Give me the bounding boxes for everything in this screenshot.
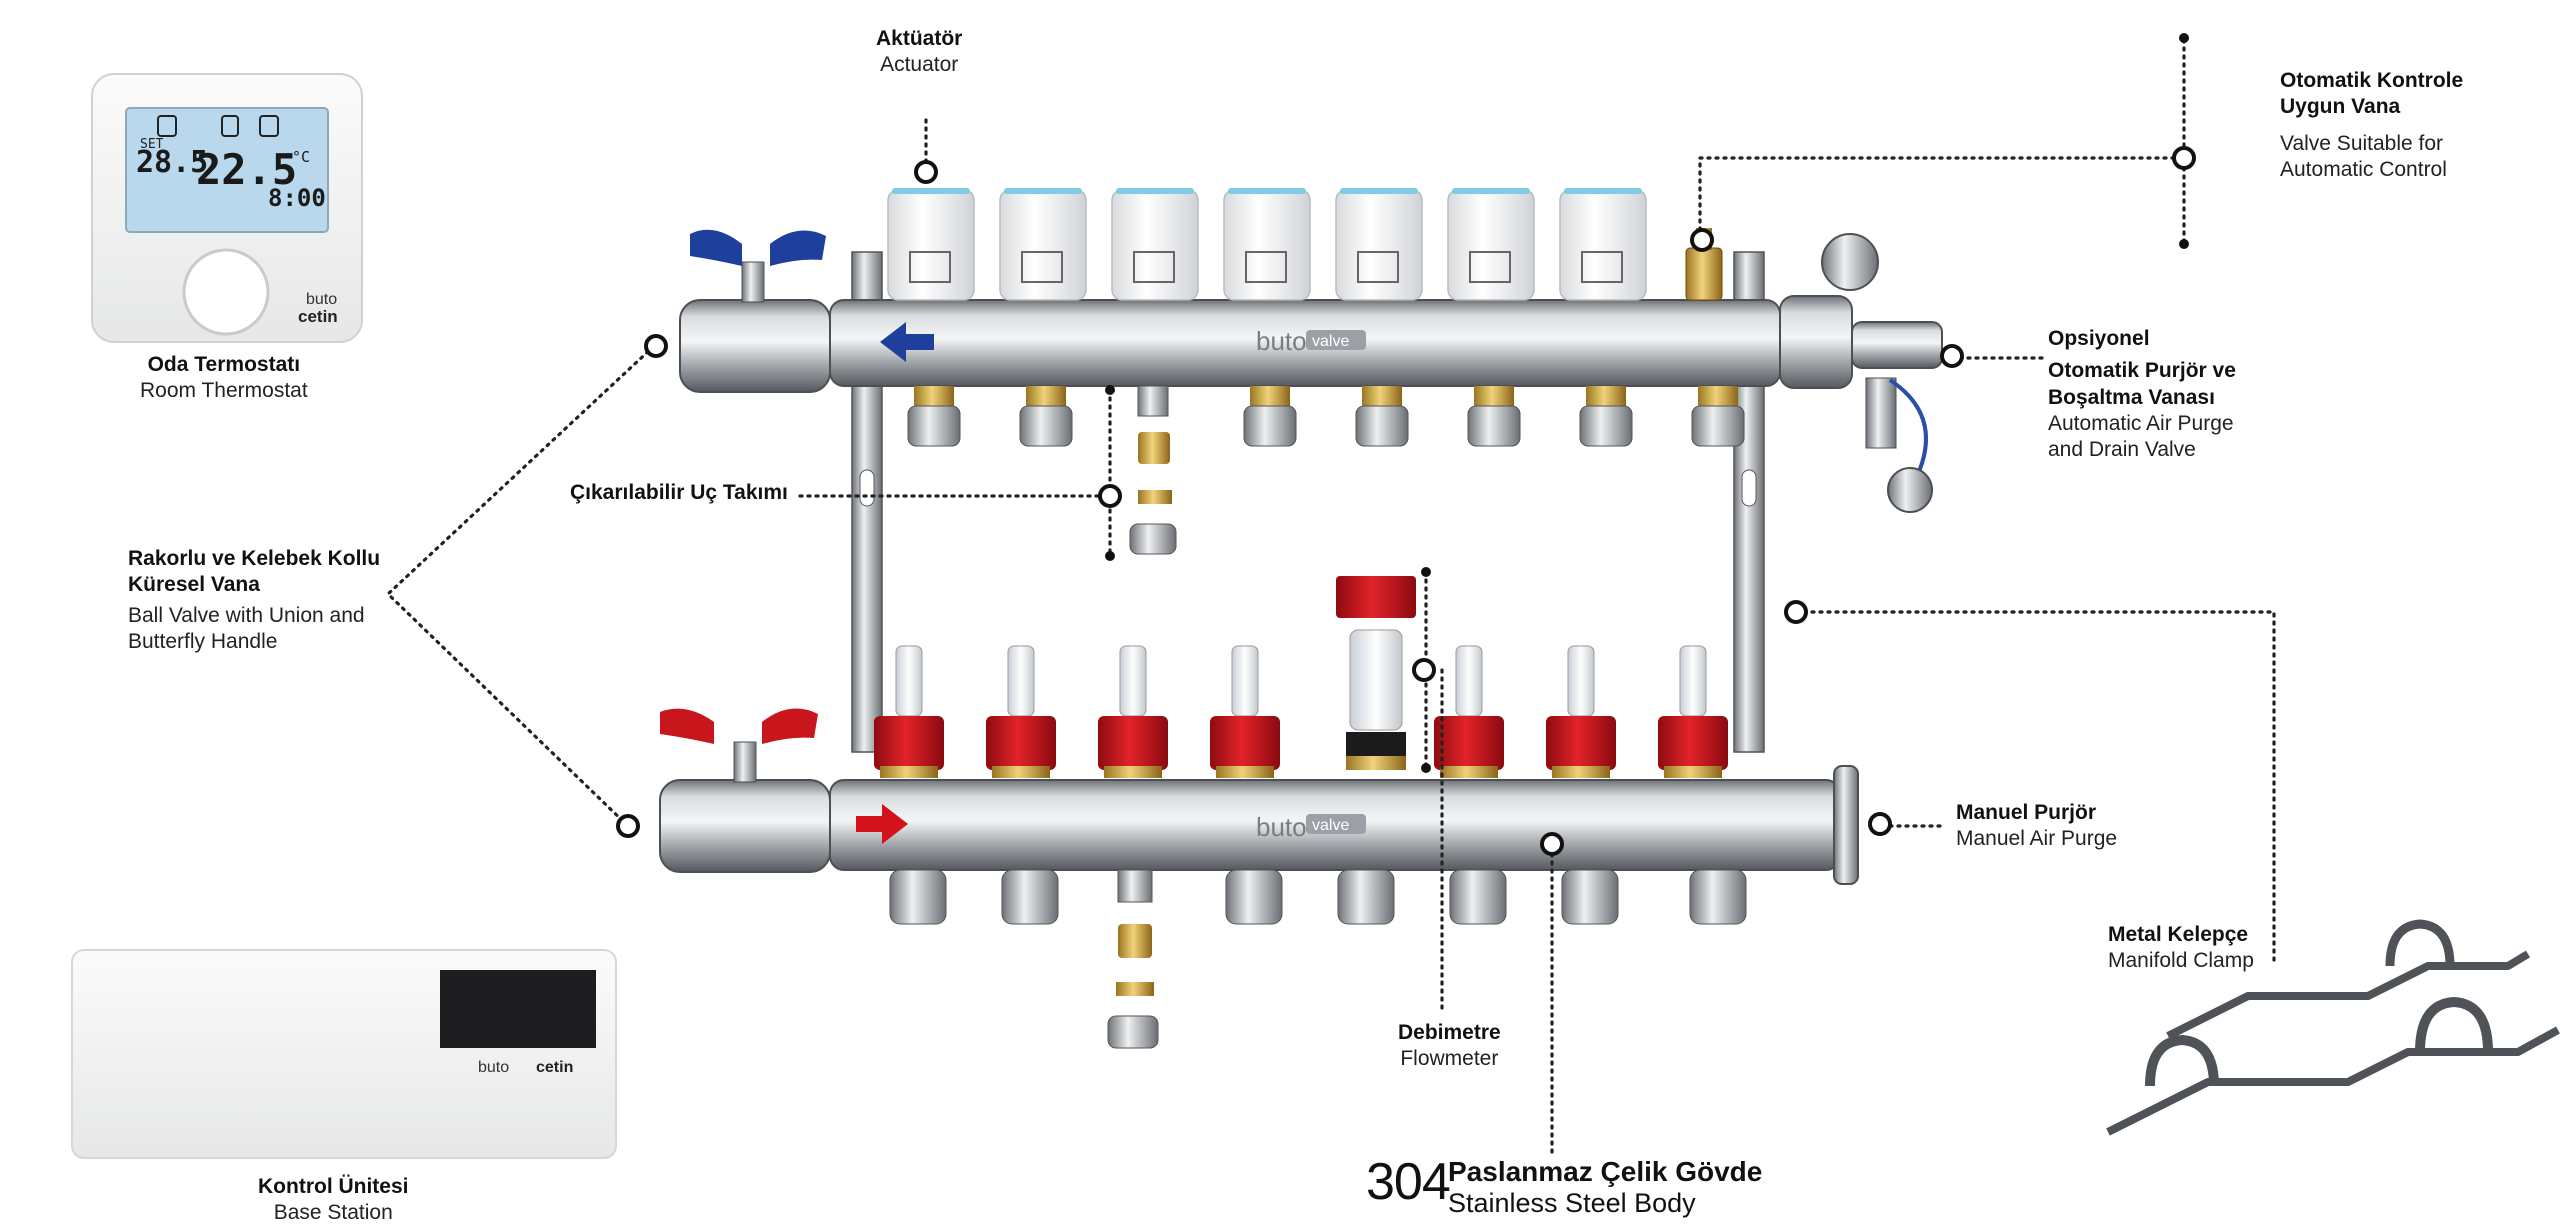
manual-purge-cap xyxy=(1833,765,1859,885)
label-manual-purge: Manuel Purjör Manuel Air Purge xyxy=(1956,800,2117,853)
label-auto-valve: Otomatik Kontrole Uygun Vana Valve Suita… xyxy=(2280,68,2463,183)
lcd-set-temp: 28.5 xyxy=(136,145,208,180)
label-ball-valve-en2: Butterfly Handle xyxy=(128,629,278,653)
flowmeter-row xyxy=(874,576,1728,778)
leader-lines xyxy=(385,38,2276,1156)
flowmeter xyxy=(986,645,1056,778)
flowmeter xyxy=(1658,645,1728,778)
actuator xyxy=(999,188,1087,301)
label-base-station-tr: Kontrol Ünitesi xyxy=(258,1175,409,1198)
label-actuator: Aktüatör Actuator xyxy=(876,26,962,79)
base-station-maker: cetin xyxy=(536,1059,573,1076)
supply-logo-valve: valve xyxy=(1312,333,1349,350)
actuator xyxy=(1335,188,1423,301)
return-manifold: buto valve xyxy=(829,765,1859,885)
label-air-purge-tr2: Otomatik Purjör ve xyxy=(2048,359,2236,383)
lock-icon xyxy=(221,115,239,137)
lcd-unit: °C xyxy=(292,148,310,166)
label-thermostat: Oda Termostatı Room Thermostat xyxy=(140,352,308,405)
label-air-purge-tr3: Boşaltma Vanası xyxy=(2048,385,2215,409)
room-thermostat: SET 28.5 22.5 °C 8:00 buto cetin xyxy=(91,73,363,343)
label-ball-valve: Rakorlu ve Kelebek Kollu Küresel Vana Ba… xyxy=(128,546,380,655)
actuator xyxy=(1447,188,1535,301)
ball-valve-red xyxy=(659,708,831,873)
label-clamp: Metal Kelepçe Manifold Clamp xyxy=(2108,922,2254,975)
supply-manifold: buto valve xyxy=(829,299,1781,387)
flow-arrow-right-icon xyxy=(856,804,908,844)
label-clamp-en: Manifold Clamp xyxy=(2108,949,2254,973)
label-thermostat-tr: Oda Termostatı xyxy=(147,353,301,376)
label-clamp-tr: Metal Kelepçe xyxy=(2108,923,2249,946)
label-auto-valve-tr1: Otomatik Kontrole xyxy=(2280,69,2464,92)
flowmeter-exploded xyxy=(1336,576,1416,770)
lcd-room-temp: 22.5 xyxy=(196,145,297,194)
label-removable-fitting: Çıkarılabilir Uç Takımı xyxy=(570,480,788,506)
label-flowmeter: Debimetre Flowmeter xyxy=(1398,1020,1501,1073)
label-body-tr: Paslanmaz Çelik Gövde xyxy=(1448,1156,1763,1187)
air-purge-drain-valve xyxy=(1779,233,1943,513)
label-base-station: Kontrol Ünitesi Base Station xyxy=(258,1174,409,1227)
label-ball-valve-tr2: Küresel Vana xyxy=(128,573,260,597)
flowmeter xyxy=(1098,645,1168,778)
label-air-purge-tr1: Opsiyonel xyxy=(2048,327,2150,350)
base-station: buto cetin xyxy=(71,949,617,1159)
label-thermostat-en: Room Thermostat xyxy=(140,379,308,403)
label-flowmeter-en: Flowmeter xyxy=(1400,1047,1499,1071)
label-manual-purge-tr: Manuel Purjör xyxy=(1956,801,2097,824)
supply-outlets xyxy=(907,385,1745,555)
label-manual-purge-en: Manuel Air Purge xyxy=(1956,827,2118,851)
thermostat-lcd xyxy=(125,107,329,233)
lcd-time: 8:00 xyxy=(268,184,326,212)
actuator xyxy=(1559,188,1647,301)
actuator xyxy=(1111,188,1199,301)
label-air-purge-en2: and Drain Valve xyxy=(2048,438,2196,461)
label-body: Paslanmaz Çelik Gövde Stainless Steel Bo… xyxy=(1448,1156,1762,1219)
label-air-purge-en1: Automatic Air Purge xyxy=(2048,411,2234,435)
flowmeter xyxy=(1210,645,1280,778)
thermostat-maker: cetin xyxy=(298,307,338,326)
ball-valve-blue xyxy=(679,229,831,393)
label-base-station-en: Base Station xyxy=(273,1201,393,1225)
flowmeter xyxy=(1546,645,1616,778)
base-station-logo: buto xyxy=(478,1059,509,1076)
label-body-en: Stainless Steel Body xyxy=(1448,1188,1696,1218)
removable-fitting-parts xyxy=(1129,385,1177,555)
return-outlets xyxy=(889,869,1747,1049)
label-air-purge-drain: Opsiyonel Otomatik Purjör ve Boşaltma Va… xyxy=(2048,326,2236,463)
mode-icon xyxy=(259,115,279,137)
actuator xyxy=(1223,188,1311,301)
label-flowmeter-tr: Debimetre xyxy=(1398,1021,1501,1044)
removable-fitting-parts-lower xyxy=(1107,869,1159,1049)
label-removable-fitting-tr: Çıkarılabilir Uç Takımı xyxy=(570,481,788,504)
flow-arrow-left-icon xyxy=(880,322,934,362)
label-ball-valve-en1: Ball Valve with Union and xyxy=(128,603,365,627)
supply-logo: buto xyxy=(1256,326,1307,356)
label-auto-valve-en1: Valve Suitable for xyxy=(2280,131,2444,155)
flame-icon xyxy=(157,115,177,137)
label-body-number: 304 xyxy=(1366,1153,1451,1211)
label-actuator-tr: Aktüatör xyxy=(876,27,963,50)
actuator xyxy=(887,188,975,301)
label-auto-valve-en2: Automatic Control xyxy=(2280,157,2447,181)
label-actuator-en: Actuator xyxy=(880,53,959,77)
thermostat-logo: buto xyxy=(306,291,337,308)
thermostat-dial xyxy=(182,248,270,336)
label-auto-valve-tr2: Uygun Vana xyxy=(2280,95,2401,119)
label-ball-valve-tr1: Rakorlu ve Kelebek Kollu xyxy=(128,547,381,570)
base-station-screen xyxy=(440,970,596,1048)
actuator-row xyxy=(887,188,1647,301)
callout-markers xyxy=(616,33,2196,856)
metal-clamp xyxy=(2106,919,2560,1136)
flowmeter xyxy=(874,645,944,778)
return-logo-valve: valve xyxy=(1312,817,1349,834)
return-logo: buto xyxy=(1256,812,1307,842)
flowmeter xyxy=(1434,645,1504,778)
lcd-set-label: SET xyxy=(140,137,164,152)
